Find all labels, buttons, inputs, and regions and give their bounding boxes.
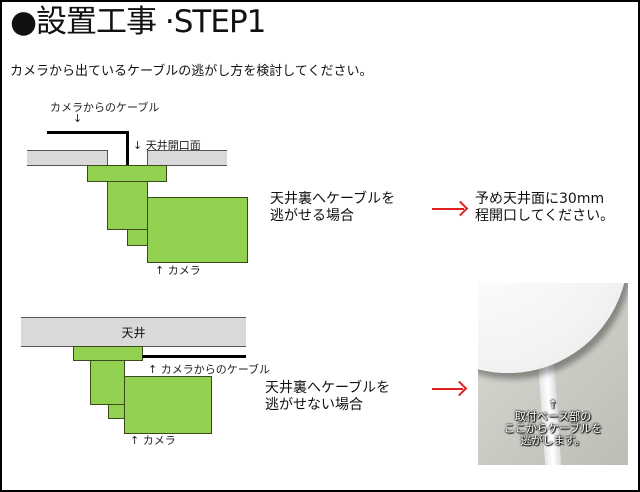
down-arrow-icon: ↓ [73, 112, 83, 125]
camera-head [147, 197, 248, 263]
photo-caption: ↑ 取付ベース部の ここからケーブルを 逃がします。 [503, 398, 603, 447]
condition-text: 天井裏へケーブルを 逃がせる場合 [270, 191, 396, 224]
camera-neck [108, 404, 125, 419]
camera-label: ↑ カメラ [155, 264, 201, 277]
camera-body [90, 360, 125, 405]
cable-line [47, 131, 129, 134]
ceiling-left [27, 150, 108, 166]
camera-flange [73, 346, 143, 361]
red-arrow-icon [432, 388, 463, 390]
ceiling-label: 天井 [121, 325, 146, 340]
camera-flange [87, 165, 167, 182]
cable-line [142, 355, 246, 358]
instruction-text: 予め天井面に30mm 程開口してください。 [475, 191, 615, 224]
camera-body [107, 181, 148, 230]
photo-mount-base [478, 283, 628, 373]
camera-head [124, 376, 212, 434]
red-arrow-icon [432, 208, 464, 210]
cable-line-vertical [126, 131, 129, 166]
opening-label: ↓ 天井開口面 [133, 139, 201, 152]
mount-base-photo: ↑ 取付ベース部の ここからケーブルを 逃がします。 [478, 283, 628, 465]
page-title: ●設置工事 ·STEP1 [10, 4, 266, 40]
ceiling-right [147, 150, 227, 166]
cable-label: カメラからのケーブル [50, 101, 160, 114]
condition-text: 天井裏へケーブルを 逃がせない場合 [265, 380, 391, 413]
camera-label: ↑ カメラ [130, 434, 176, 447]
cable-label: ↑ カメラからのケーブル [148, 363, 271, 376]
instruction-subtitle: カメラから出ているケーブルの逃がし方を検討してください。 [10, 64, 373, 79]
camera-neck [127, 229, 148, 246]
ceiling: 天井 [21, 317, 246, 347]
